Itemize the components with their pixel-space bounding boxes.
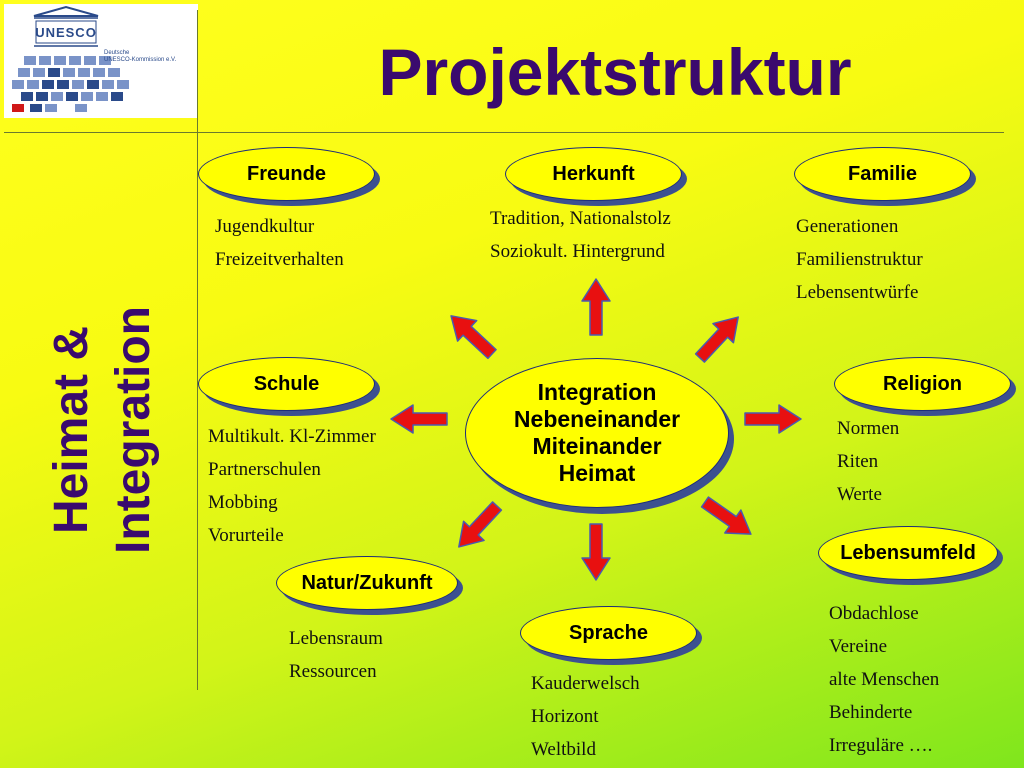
center-line-4: Heimat <box>558 460 636 486</box>
unesco-emblem-icon: UNESCO <box>12 5 129 112</box>
logo-caption-line2: UNESCO-Kommission e.V. <box>104 57 177 63</box>
list-item: Normen <box>837 418 900 439</box>
node-herkunft: Herkunft <box>505 147 682 201</box>
node-natur-zukunft: Natur/Zukunft <box>276 556 458 610</box>
list-item: Jugendkultur <box>215 216 315 237</box>
node-familie: Familie <box>794 147 971 201</box>
natur-items: Lebensraum Ressourcen <box>289 622 383 688</box>
list-item: Vereine <box>829 636 888 657</box>
unesco-logo: UNESCO Deutsche UNESCO-Kommission e.V. <box>4 4 198 118</box>
node-lebensumfeld: Lebensumfeld <box>818 526 998 580</box>
arrow-to-lebensumfeld-icon <box>696 489 760 547</box>
center-line-3: Miteinander <box>532 433 662 459</box>
arrow-to-sprache-icon <box>581 523 611 581</box>
arrow-to-herkunft-icon <box>581 278 611 336</box>
list-item: Partnerschulen <box>208 459 321 480</box>
center-line-1: Integration <box>537 379 657 405</box>
list-item: alte Menschen <box>829 669 940 690</box>
lebensumfeld-items: Obdachlose Vereine alte Menschen Behinde… <box>829 597 939 762</box>
center-node: Integration Nebeneinander Miteinander He… <box>465 358 729 508</box>
list-item: Tradition, Nationalstolz <box>490 208 671 229</box>
list-item: Mobbing <box>208 492 278 513</box>
list-item: Ressourcen <box>289 661 377 682</box>
node-schule: Schule <box>198 357 375 411</box>
arrow-to-natur-icon <box>447 495 508 558</box>
arrow-to-religion-icon <box>744 404 802 434</box>
svg-text:UNESCO: UNESCO <box>35 25 97 40</box>
center-line-2: Nebeneinander <box>513 406 681 432</box>
list-item: Werte <box>837 484 882 505</box>
list-item: Lebensentwürfe <box>796 282 919 303</box>
list-item: Behinderte <box>829 702 913 723</box>
list-item: Familienstruktur <box>796 249 923 270</box>
list-item: Multikult. Kl-Zimmer <box>208 426 376 447</box>
arrow-to-schule-icon <box>390 404 448 434</box>
arrow-to-familie-icon <box>689 306 750 369</box>
list-item: Kauderwelsch <box>531 673 640 694</box>
node-religion: Religion <box>834 357 1011 411</box>
list-item: Lebensraum <box>289 628 383 649</box>
list-item: Obdachlose <box>829 603 919 624</box>
horizontal-divider <box>4 132 1004 133</box>
religion-items: Normen Riten Werte <box>837 412 899 511</box>
sprache-items: Kauderwelsch Horizont Weltbild <box>531 667 640 766</box>
node-freunde: Freunde <box>198 147 375 201</box>
list-item: Vorurteile <box>208 525 284 546</box>
herkunft-items: Tradition, Nationalstolz Soziokult. Hint… <box>490 202 671 268</box>
arrow-to-freunde-icon <box>440 304 503 365</box>
familie-items: Generationen Familienstruktur Lebensentw… <box>796 210 923 309</box>
list-item: Horizont <box>531 706 599 727</box>
schule-items: Multikult. Kl-Zimmer Partnerschulen Mobb… <box>208 420 376 552</box>
list-item: Generationen <box>796 216 899 237</box>
list-item: Soziokult. Hintergrund <box>490 241 665 262</box>
list-item: Riten <box>837 451 879 472</box>
vertical-divider <box>197 10 198 690</box>
logo-caption-line1: Deutsche <box>104 50 130 56</box>
node-sprache: Sprache <box>520 606 697 660</box>
freunde-items: Jugendkultur Freizeitverhalten <box>215 210 344 276</box>
list-item: Freizeitverhalten <box>215 249 344 270</box>
list-item: Irreguläre …. <box>829 735 933 756</box>
list-item: Weltbild <box>531 739 596 760</box>
page-title: Projektstruktur <box>378 35 852 109</box>
